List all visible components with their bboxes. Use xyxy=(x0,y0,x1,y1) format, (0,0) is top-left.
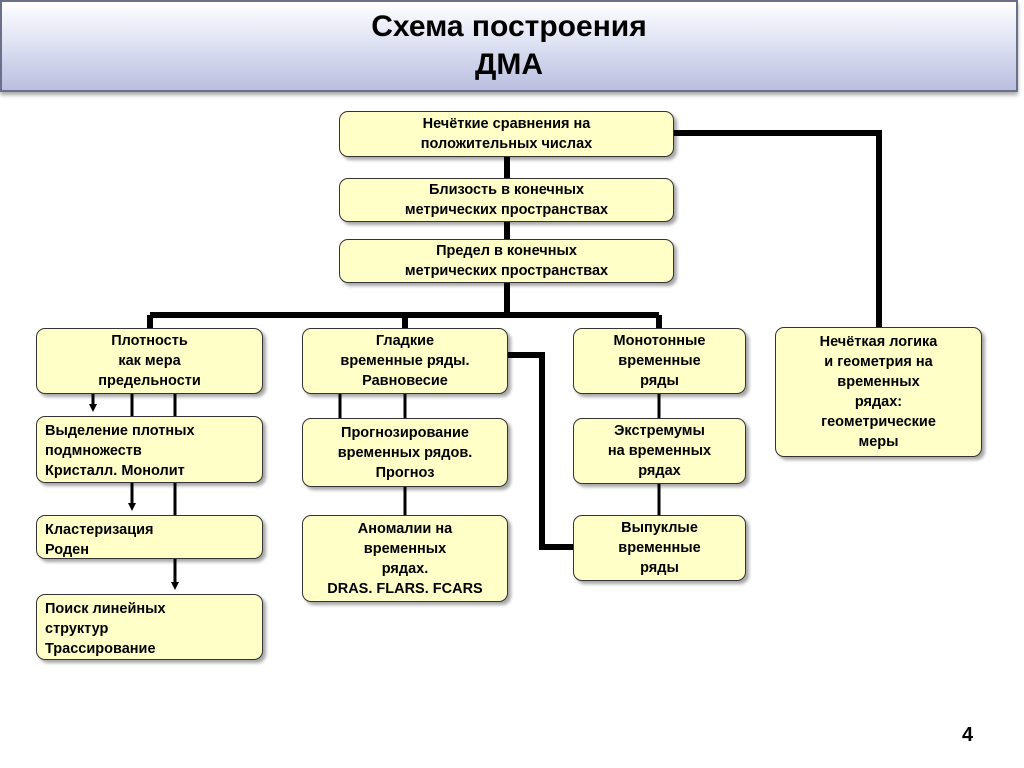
box-limit-line-2: метрических пространствах xyxy=(404,263,609,279)
box-fuzzy-logic-line-2: и геометрия на xyxy=(824,354,933,370)
box-smooth-series: Гладкие временные ряды. Равновесие xyxy=(302,328,508,394)
box-dense-subsets-line-1: Выделение плотных xyxy=(45,423,195,439)
box-fuzzy-logic-line-4: рядах: xyxy=(854,394,903,410)
box-dense-subsets-line-3: Кристалл. Монолит xyxy=(45,463,185,479)
box-monotone-series-line-1: Монотонные xyxy=(613,333,706,349)
box-fuzzy-comparisons-line-2: положительных числах xyxy=(420,136,593,152)
page-number: 4 xyxy=(962,724,974,746)
box-anomalies-line-2: временных xyxy=(363,540,447,557)
box-smooth-series-line-2: временные ряды. xyxy=(340,353,470,369)
box-limit-line-1: Предел в конечных xyxy=(436,243,577,259)
box-forecasting: Прогнозирование временных рядов. Прогноз xyxy=(302,418,508,487)
box-extrema-line-2: на временных xyxy=(607,443,712,459)
box-monotone-series: Монотонные временные ряды xyxy=(573,328,746,394)
box-fuzzy-logic-line-1: Нечёткая логика xyxy=(819,334,938,350)
box-limit: Предел в конечных метрических пространст… xyxy=(339,239,674,283)
box-density: Плотность как мера предельности xyxy=(36,328,263,394)
box-clustering: Кластеризация Роден xyxy=(36,515,263,559)
box-linear-structures: Поиск линейных структур Трассирование xyxy=(36,594,263,660)
box-density-line-3: предельности xyxy=(98,373,201,389)
box-forecasting-line-3: Прогноз xyxy=(375,464,435,481)
box-extrema-line-3: рядах xyxy=(638,463,681,479)
box-anomalies-line-1: Аномалии на xyxy=(357,520,453,537)
box-linear-structures-line-2: структур xyxy=(45,621,109,637)
box-anomalies-line-3: рядах. xyxy=(381,560,429,577)
box-fuzzy-logic: Нечёткая логика и геометрия на временных… xyxy=(775,327,982,457)
box-extrema: Экстремумы на временных рядах xyxy=(573,418,746,484)
box-density-line-1: Плотность xyxy=(111,333,188,349)
box-forecasting-line-2: временных рядов. xyxy=(337,444,473,461)
box-dense-subsets-line-2: подмножеств xyxy=(45,443,142,459)
box-anomalies-line-4: DRAS. FLARS. FCARS xyxy=(327,580,483,597)
box-forecasting-line-1: Прогнозирование xyxy=(341,424,469,441)
box-convex-series-line-1: Выпуклые xyxy=(621,520,698,536)
box-convex-series: Выпуклые временные ряды xyxy=(573,515,746,581)
box-convex-series-line-2: временные xyxy=(618,540,701,556)
box-clustering-line-1: Кластеризация xyxy=(45,522,154,538)
box-fuzzy-logic-line-5: геометрические xyxy=(821,414,936,430)
box-proximity: Близость в конечных метрических простран… xyxy=(339,178,674,222)
box-smooth-series-line-3: Равновесие xyxy=(362,373,448,389)
box-clustering-line-2: Роден xyxy=(45,542,90,558)
box-anomalies: Аномалии на временных рядах. DRAS. FLARS… xyxy=(302,515,508,602)
box-fuzzy-comparisons: Нечёткие сравнения на положительных числ… xyxy=(339,111,674,157)
box-linear-structures-line-3: Трассирование xyxy=(45,641,156,657)
box-proximity-line-1: Близость в конечных xyxy=(428,182,585,198)
box-linear-structures-line-1: Поиск линейных xyxy=(45,601,166,617)
box-proximity-line-2: метрических пространствах xyxy=(404,202,609,218)
connector-comparisons-fuzzy-logic xyxy=(674,130,882,327)
connector-smooth-convex xyxy=(508,352,573,550)
box-monotone-series-line-3: ряды xyxy=(640,373,679,389)
box-dense-subsets: Выделение плотных подмножеств Кристалл. … xyxy=(36,416,263,483)
title-line-2: ДМА xyxy=(474,48,544,81)
box-monotone-series-line-2: временные xyxy=(618,353,701,369)
title-bar: Схема построения ДМА xyxy=(0,0,1018,92)
box-extrema-line-1: Экстремумы xyxy=(614,423,705,439)
box-fuzzy-comparisons-line-1: Нечёткие сравнения на xyxy=(422,116,591,132)
title-line-1: Схема построения xyxy=(371,10,647,43)
box-density-line-2: как мера xyxy=(118,353,181,369)
box-smooth-series-line-1: Гладкие xyxy=(375,333,435,349)
box-convex-series-line-3: ряды xyxy=(640,560,679,576)
box-fuzzy-logic-line-3: временных xyxy=(837,374,920,390)
box-fuzzy-logic-line-6: меры xyxy=(858,434,899,450)
